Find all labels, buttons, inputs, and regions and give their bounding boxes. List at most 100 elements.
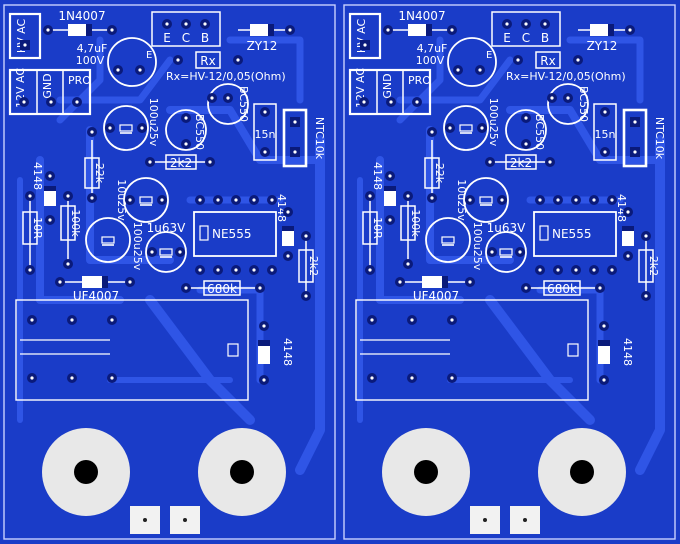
pad-hole xyxy=(524,116,528,120)
resistor-2k2-b xyxy=(298,249,314,283)
pad-hole xyxy=(293,120,297,124)
label-rx: Rx xyxy=(200,54,215,68)
pad-hole xyxy=(263,150,267,154)
pad-hole xyxy=(288,28,292,32)
diode-uf4007-band xyxy=(442,276,448,288)
label-bc550-a: BC550 xyxy=(577,86,590,122)
label-res-680k: 680k xyxy=(207,282,237,296)
board-outline xyxy=(343,4,676,540)
label-res-100k: 100k xyxy=(69,209,82,237)
pad-hole xyxy=(450,28,454,32)
pad-hole xyxy=(626,210,630,214)
label-b: B xyxy=(201,31,209,45)
transformer-pin-marker xyxy=(567,343,579,357)
diode-uf4007-band xyxy=(102,276,108,288)
pad-hole xyxy=(478,68,482,72)
cap-10u25-plate xyxy=(479,196,493,204)
copper-trace xyxy=(426,126,514,264)
pad-hole xyxy=(286,254,290,258)
cap-100u25-upper xyxy=(443,105,489,151)
cap-100u25-lower xyxy=(425,217,471,263)
resistor-10r xyxy=(22,211,38,245)
pad-hole xyxy=(148,160,152,164)
label-e: E xyxy=(146,50,152,61)
resistor-22k xyxy=(424,157,440,189)
label-gnd: GND xyxy=(381,73,394,98)
ntc10k-outline xyxy=(282,108,308,168)
pad-hole xyxy=(538,268,542,272)
transistor-bc550-b xyxy=(165,109,207,151)
pad-hole xyxy=(252,268,256,272)
pad-hole xyxy=(216,198,220,202)
resistor-22k xyxy=(84,157,100,189)
pad-hole xyxy=(70,318,74,322)
pad-hole xyxy=(252,198,256,202)
output-terminal-hole xyxy=(523,518,527,522)
pad-hole xyxy=(468,198,472,202)
resistor-100k xyxy=(60,205,76,241)
pad-hole xyxy=(574,268,578,272)
pad-hole xyxy=(610,198,614,202)
pad-hole xyxy=(176,58,180,62)
transformer-outline xyxy=(355,299,589,401)
cap-10u25-plate xyxy=(139,196,153,204)
label-res-10r: 10R xyxy=(31,217,44,239)
label-cap-4u7-v: 100V xyxy=(416,54,445,67)
pad-hole xyxy=(46,28,50,32)
pad-hole xyxy=(165,22,169,26)
pad-hole xyxy=(270,198,274,202)
pad-hole xyxy=(184,116,188,120)
diode-4148-b-band xyxy=(282,226,294,231)
pad-hole xyxy=(30,376,34,380)
pad-hole xyxy=(128,280,132,284)
pad-hole xyxy=(110,318,114,322)
label-cap-10u25: 10u25v xyxy=(455,179,468,221)
label-res-2k2-b: 2k2 xyxy=(647,256,660,276)
output-terminal-hole xyxy=(483,518,487,522)
pad-hole xyxy=(430,130,434,134)
cap-1u63 xyxy=(145,231,187,273)
copper-trace xyxy=(145,295,255,425)
label-d4148-c: 4148 xyxy=(621,338,634,366)
label-rx-formula: Rx=HV-12/0,05(Ohm) xyxy=(166,70,286,83)
copper-trace xyxy=(166,106,324,164)
label-ne555: NE555 xyxy=(552,227,591,241)
pad-hole xyxy=(388,174,392,178)
diode-uf4007-body xyxy=(422,276,448,288)
mounting-hole xyxy=(414,460,438,484)
label-c: C xyxy=(182,31,190,45)
pad-hole xyxy=(262,378,266,382)
pad-hole xyxy=(398,280,402,284)
pad-hole xyxy=(574,198,578,202)
pad-hole xyxy=(368,268,372,272)
resistor-2k2-a xyxy=(505,154,537,170)
diode-4148-c-band xyxy=(598,340,610,346)
pad-hole xyxy=(293,150,297,154)
board-outline xyxy=(3,4,336,540)
pad-hole xyxy=(415,100,419,104)
label-cap-100u25: 100u25v xyxy=(487,98,500,147)
pad-hole xyxy=(518,250,522,254)
cap-100u25-upper-plate xyxy=(119,124,133,132)
pad-hole xyxy=(602,324,606,328)
label-cap-1u63: 1u63V xyxy=(487,221,527,235)
pad-hole xyxy=(108,126,112,130)
pad-hole xyxy=(410,318,414,322)
cap-1u63-plate xyxy=(499,248,513,256)
pad-hole xyxy=(208,160,212,164)
terminal-12v-gnd-pro xyxy=(8,68,92,116)
copper-trace xyxy=(485,295,595,425)
pad-hole xyxy=(234,268,238,272)
pad-hole xyxy=(362,100,366,104)
pad-hole xyxy=(116,68,120,72)
label-res-22k: 22k xyxy=(433,163,446,184)
cap-100u25-lower-plate xyxy=(441,236,455,244)
label-ne555: NE555 xyxy=(212,227,251,241)
label-cap-15n: 15n xyxy=(595,128,616,141)
copper-trace xyxy=(396,56,514,104)
pad-hole xyxy=(550,96,554,100)
pad-hole xyxy=(140,126,144,130)
label-e: E xyxy=(503,31,511,45)
label-diode-1n4007: 1N4007 xyxy=(398,9,445,23)
label-cap-10u25: 10u25v xyxy=(115,179,128,221)
